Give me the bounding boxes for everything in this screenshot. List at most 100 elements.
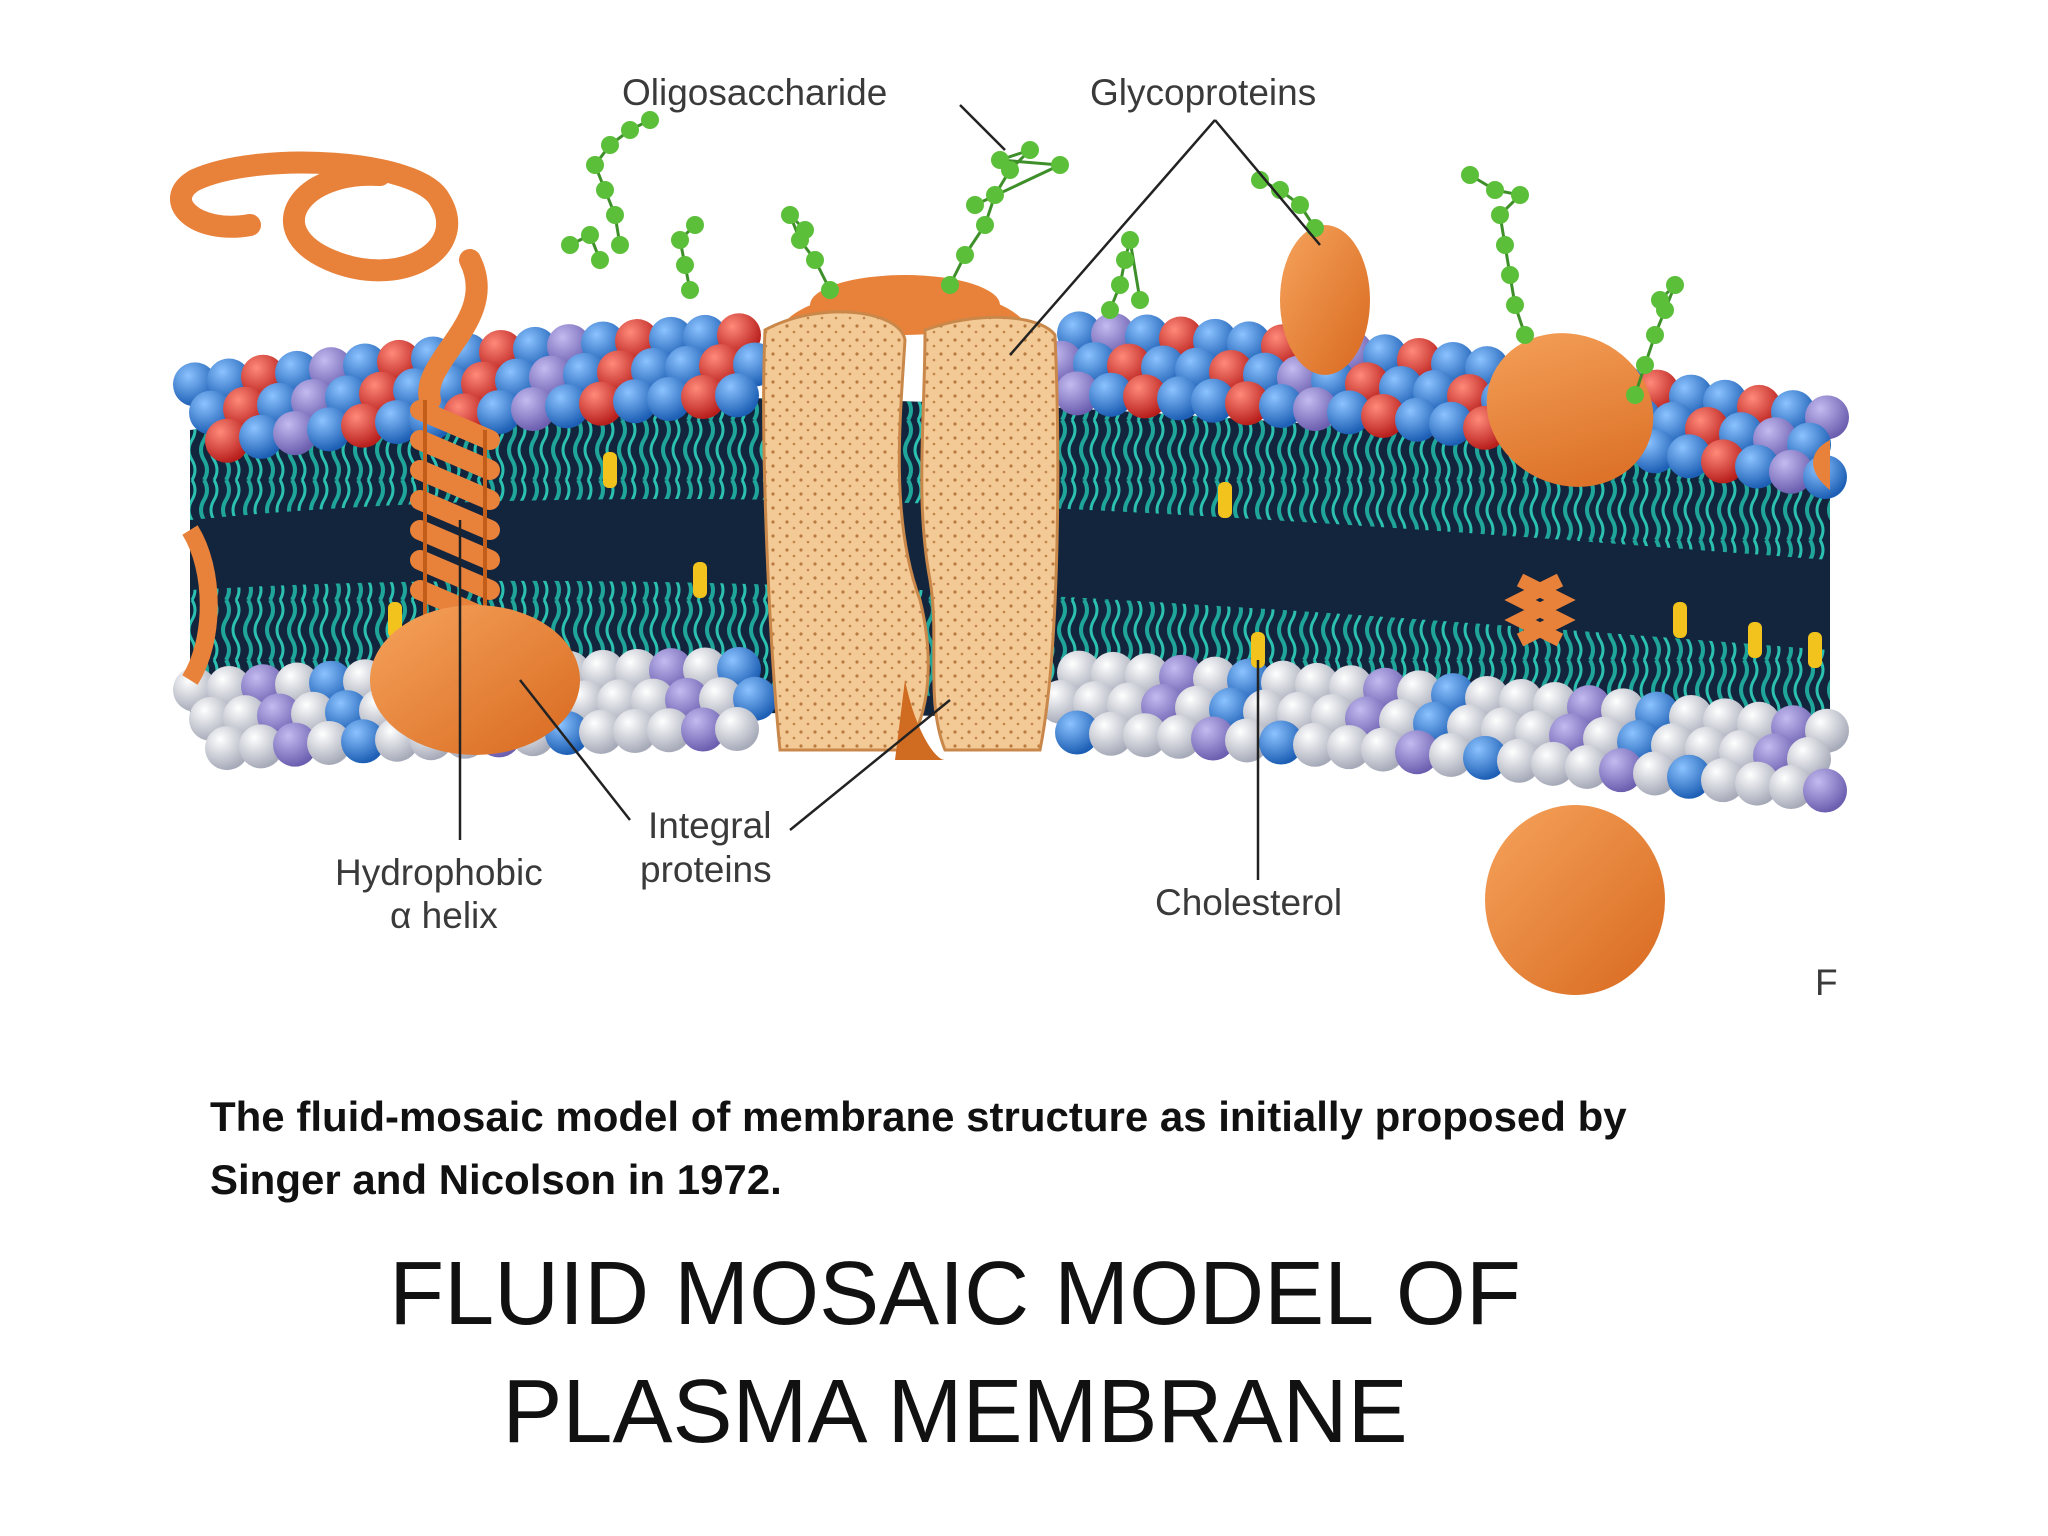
sugar-unit xyxy=(671,231,689,249)
label-hydrophobic-line2: α helix xyxy=(390,895,498,936)
phospholipid-head xyxy=(477,390,521,435)
phospholipid-head xyxy=(1361,727,1405,772)
phospholipid-head xyxy=(1157,714,1201,759)
phospholipid-head xyxy=(1599,748,1643,793)
sugar-unit xyxy=(606,206,624,224)
phospholipid-head xyxy=(1667,434,1711,479)
sugar-unit xyxy=(991,151,1009,169)
sugar-unit xyxy=(1101,301,1119,319)
cholesterol-molecule xyxy=(1251,632,1265,668)
sugar-unit xyxy=(1501,266,1519,284)
phospholipid-head xyxy=(1089,711,1133,756)
phospholipid-head xyxy=(205,726,249,771)
label-cut-letter: F xyxy=(1815,962,1838,1003)
sugar-unit xyxy=(1051,156,1069,174)
cholesterol-molecule xyxy=(1748,622,1762,658)
phospholipid-head xyxy=(1327,725,1371,770)
leader-glycoprotein-right xyxy=(1214,119,1321,246)
phospholipid-head xyxy=(375,400,419,445)
sugar-unit xyxy=(686,216,704,234)
leader-integral-right xyxy=(789,699,951,831)
phospholipid-head xyxy=(613,709,657,754)
sugar-unit xyxy=(1486,181,1504,199)
phospholipid-head xyxy=(1531,741,1575,786)
sugar-unit xyxy=(1636,356,1654,374)
phospholipid-head xyxy=(1089,372,1133,417)
phospholipid-head xyxy=(1429,401,1473,446)
phospholipid-head xyxy=(239,724,283,769)
sugar-unit xyxy=(986,186,1004,204)
label-hydrophobic-line1: Hydrophobic xyxy=(335,852,543,893)
sugar-unit xyxy=(1496,236,1514,254)
leader-integral-left xyxy=(519,679,631,821)
sugar-unit xyxy=(1511,186,1529,204)
sugar-unit xyxy=(821,281,839,299)
cholesterol-molecule xyxy=(1218,482,1232,518)
sugar-unit xyxy=(1271,181,1289,199)
cholesterol-molecule xyxy=(603,452,617,488)
sugar-unit xyxy=(561,236,579,254)
right-edge-protein xyxy=(1813,440,1830,490)
phospholipid-head xyxy=(1157,376,1201,421)
label-integral-line1: Integral xyxy=(648,805,771,846)
sugar-unit xyxy=(1291,196,1309,214)
phospholipid-head xyxy=(1395,730,1439,775)
phospholipid-head xyxy=(205,418,249,463)
cholesterol-molecules xyxy=(388,452,1822,668)
phospholipid-head xyxy=(511,387,555,432)
sugar-unit xyxy=(781,206,799,224)
sugar-unit xyxy=(1626,386,1644,404)
phospholipid-head xyxy=(1361,393,1405,438)
sugar-unit xyxy=(1111,276,1129,294)
cholesterol-molecule xyxy=(1808,632,1822,668)
sugar-unit xyxy=(611,236,629,254)
phospholipid-head xyxy=(1191,716,1235,761)
sugar-unit xyxy=(1651,291,1669,309)
caption-line-1: The fluid-mosaic model of membrane struc… xyxy=(210,1093,1627,1140)
phospholipid-head xyxy=(579,709,623,754)
phospholipid-head xyxy=(239,414,283,459)
sugar-unit xyxy=(596,181,614,199)
phospholipid-head xyxy=(1769,449,1813,494)
sugar-unit xyxy=(796,221,814,239)
phospholipid-head xyxy=(1497,738,1541,783)
sugar-unit xyxy=(1646,326,1664,344)
sugar-unit xyxy=(681,281,699,299)
leader-glycoprotein-channel xyxy=(1009,119,1216,356)
phospholipid-head xyxy=(1633,751,1677,796)
glycoprotein-1 xyxy=(1280,225,1370,375)
sugar-unit xyxy=(1251,171,1269,189)
phospholipid-head xyxy=(545,384,589,429)
sugar-unit xyxy=(1306,219,1324,237)
cholesterol-molecule xyxy=(1673,602,1687,638)
phospholipid-head xyxy=(1055,371,1099,416)
phospholipid-head xyxy=(1463,735,1507,780)
phospholipid-head xyxy=(613,379,657,424)
phospholipid-head xyxy=(1735,761,1779,806)
sugar-unit xyxy=(941,276,959,294)
phospholipid-head xyxy=(1701,439,1745,484)
phospholipid-head xyxy=(1055,710,1099,755)
glycoprotein-2 xyxy=(1486,333,1654,487)
oligosaccharide-chain xyxy=(678,223,697,291)
label-integral-line2: proteins xyxy=(640,849,772,890)
helix-coils xyxy=(410,400,500,650)
embedded-protein-small xyxy=(1504,573,1576,647)
channel-right-half xyxy=(920,315,1060,752)
phospholipid-head xyxy=(1293,722,1337,767)
figure-caption: The fluid-mosaic model of membrane struc… xyxy=(210,1085,1810,1211)
phospholipid-head xyxy=(1191,378,1235,423)
oligosaccharide-chains xyxy=(561,111,1684,404)
sugar-unit xyxy=(641,111,659,129)
phospholipid-head xyxy=(1667,754,1711,799)
phospholipid-head xyxy=(273,411,317,456)
sugar-unit xyxy=(1116,251,1134,269)
sugar-unit xyxy=(1461,166,1479,184)
cholesterol-molecule xyxy=(693,562,707,598)
phospholipid-head xyxy=(307,407,351,452)
channel-protein xyxy=(762,275,1060,760)
sugar-unit xyxy=(966,196,984,214)
sugar-unit xyxy=(1516,326,1534,344)
leader-oligosaccharide xyxy=(959,104,1006,151)
